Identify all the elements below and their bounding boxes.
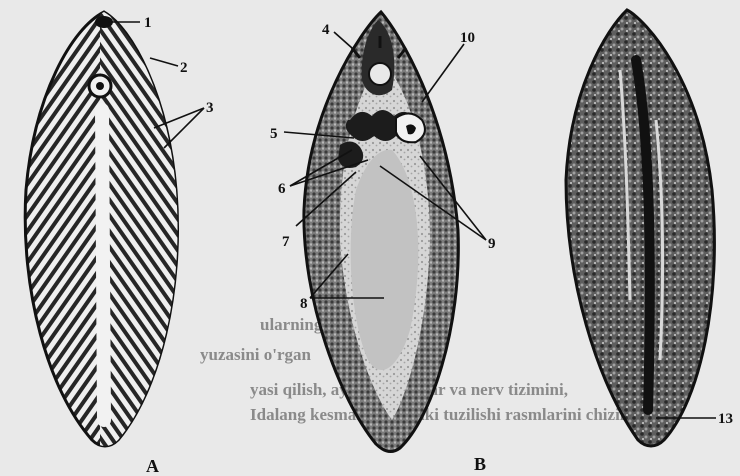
panel-label-b: B <box>474 454 486 474</box>
worm-c <box>566 10 714 446</box>
label-1: 1 <box>144 15 152 31</box>
label-10: 10 <box>460 30 475 46</box>
label-8: 8 <box>300 296 308 312</box>
label-2: 2 <box>180 60 188 76</box>
label-3: 3 <box>206 100 214 116</box>
label-9: 9 <box>488 236 496 252</box>
background-text-line: Idalang kesmasidagi ichki tuzilishi rasm… <box>250 405 638 424</box>
label-4: 4 <box>322 22 330 38</box>
label-7: 7 <box>282 234 290 250</box>
label-13: 13 <box>718 411 733 427</box>
worm-a <box>25 0 200 476</box>
background-text-line: yuzasini o'rgan <box>200 345 312 364</box>
label-5: 5 <box>270 126 278 142</box>
panel-label-a: A <box>146 456 159 476</box>
label-6: 6 <box>278 181 286 197</box>
